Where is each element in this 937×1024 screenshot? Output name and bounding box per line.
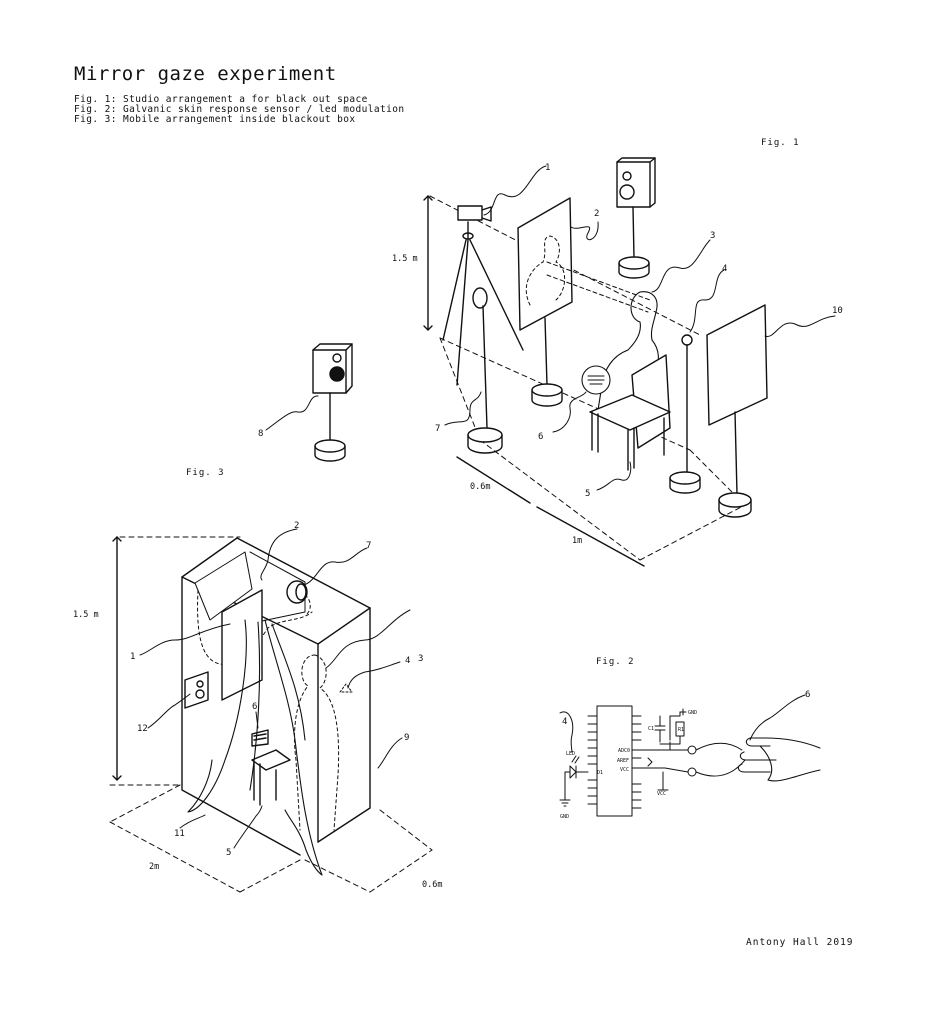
fig3-width-label: 2m — [149, 862, 159, 872]
fig3-label: Fig. 3 — [186, 468, 225, 478]
fig3-callouts — [139, 528, 411, 849]
fig3-height-dimension: 1.5 m 2m 0.6m — [73, 536, 442, 890]
fig3-lamp-icon — [286, 580, 308, 604]
electrode-wires — [631, 742, 746, 791]
fig3-person-outline — [294, 654, 340, 831]
speaker-icon-fig1 — [616, 157, 656, 279]
svg-text:3: 3 — [710, 231, 715, 241]
fig3-blackout-box: 1.5 m 2m 0.6m — [73, 521, 442, 893]
svg-text:9: 9 — [404, 733, 409, 743]
camera-tripod-icon — [442, 205, 524, 386]
credit-text: Antony Hall 2019 — [746, 937, 854, 948]
mirror-panel-icon — [517, 197, 573, 407]
fig1-depth-label: 0.6m — [470, 482, 490, 492]
fig3-speaker-icon — [184, 671, 209, 709]
svg-text:12: 12 — [137, 724, 148, 734]
seated-person-icon — [581, 291, 659, 413]
chair-icon — [589, 354, 671, 471]
svg-text:11: 11 — [174, 829, 185, 839]
svg-text:LED: LED — [566, 751, 575, 757]
legend-line-fig1: Fig. 1: Studio arrangement a for black o… — [74, 94, 368, 105]
fig3-depth-label: 0.6m — [422, 880, 442, 890]
svg-text:5: 5 — [226, 848, 231, 858]
svg-text:VCC: VCC — [657, 791, 666, 797]
screen-panel-icon — [706, 304, 768, 518]
svg-text:4: 4 — [405, 656, 410, 666]
svg-text:4: 4 — [562, 717, 567, 727]
svg-text:C1: C1 — [648, 726, 654, 732]
ic-pin-stubs — [587, 715, 642, 809]
gaze-beam — [546, 261, 651, 313]
fig1-callout-numbers: 1 2 3 4 5 6 7 8 10 — [258, 163, 843, 499]
svg-text:D1: D1 — [597, 770, 603, 776]
svg-text:6: 6 — [538, 432, 543, 442]
fig2-labels: GND C1 R1 ADC0 AREF VCC LED D1 VCC GND — [560, 710, 697, 820]
svg-text:7: 7 — [366, 541, 371, 551]
fig2-label: Fig. 2 — [596, 657, 635, 667]
curtain-icon — [187, 619, 323, 876]
svg-text:GND: GND — [688, 710, 697, 716]
svg-text:3: 3 — [418, 654, 423, 664]
legend-line-fig2: Fig. 2: Galvanic skin response sensor / … — [74, 104, 405, 115]
svg-text:VCC: VCC — [620, 767, 629, 773]
fig1-callouts — [265, 165, 836, 491]
fig1-height-label: 1.5 m — [392, 254, 418, 264]
fig3-sensor-icon — [339, 683, 353, 693]
svg-text:ADC0: ADC0 — [618, 748, 630, 754]
svg-text:4: 4 — [722, 264, 727, 274]
svg-text:6: 6 — [252, 702, 257, 712]
fig1-label: Fig. 1 — [761, 138, 800, 148]
diagram-title: Mirror gaze experiment — [74, 63, 337, 85]
svg-text:R1: R1 — [678, 727, 684, 733]
fig3-chair-icon — [251, 749, 291, 806]
fig2-gsr-circuit: GND C1 R1 ADC0 AREF VCC LED D1 VCC GND 4… — [559, 690, 821, 820]
svg-text:10: 10 — [832, 306, 843, 316]
fig2-hand-icon — [737, 737, 821, 782]
fig3-dimension-lines — [109, 536, 433, 893]
fig3-callout-numbers: 1 2 7 3 4 9 12 6 5 11 — [130, 521, 423, 858]
svg-text:8: 8 — [258, 429, 263, 439]
svg-text:5: 5 — [585, 489, 590, 499]
svg-text:6: 6 — [805, 690, 810, 700]
lamp-stand-icon — [467, 287, 503, 454]
fig1-studio-arrangement: 1.5 m 0.6m 1m — [258, 157, 843, 567]
blackout-box-icon — [181, 537, 371, 856]
svg-text:2: 2 — [294, 521, 299, 531]
fig2-callouts — [559, 694, 806, 753]
fig1-floor-dimensions: 0.6m 1m — [456, 456, 645, 567]
legend-line-fig3: Fig. 3: Mobile arrangement inside blacko… — [74, 114, 356, 125]
sensor-stand-icon — [669, 334, 701, 494]
svg-text:7: 7 — [435, 424, 440, 434]
fig3-mirror-panel — [221, 589, 263, 701]
svg-text:2: 2 — [594, 209, 599, 219]
fig1-width-label: 1m — [572, 536, 582, 546]
fig1-height-dimension: 1.5 m — [392, 195, 433, 331]
speaker-icon-fig1-left — [312, 343, 353, 462]
svg-text:1: 1 — [545, 163, 550, 173]
svg-text:1: 1 — [130, 652, 135, 662]
led-branch — [559, 755, 589, 807]
fig3-height-label: 1.5 m — [73, 610, 99, 620]
fig2-callout-numbers: 4 6 — [562, 690, 810, 727]
fig3-hand-icon — [251, 729, 269, 747]
svg-text:AREF: AREF — [617, 758, 629, 764]
svg-text:GND: GND — [560, 814, 569, 820]
